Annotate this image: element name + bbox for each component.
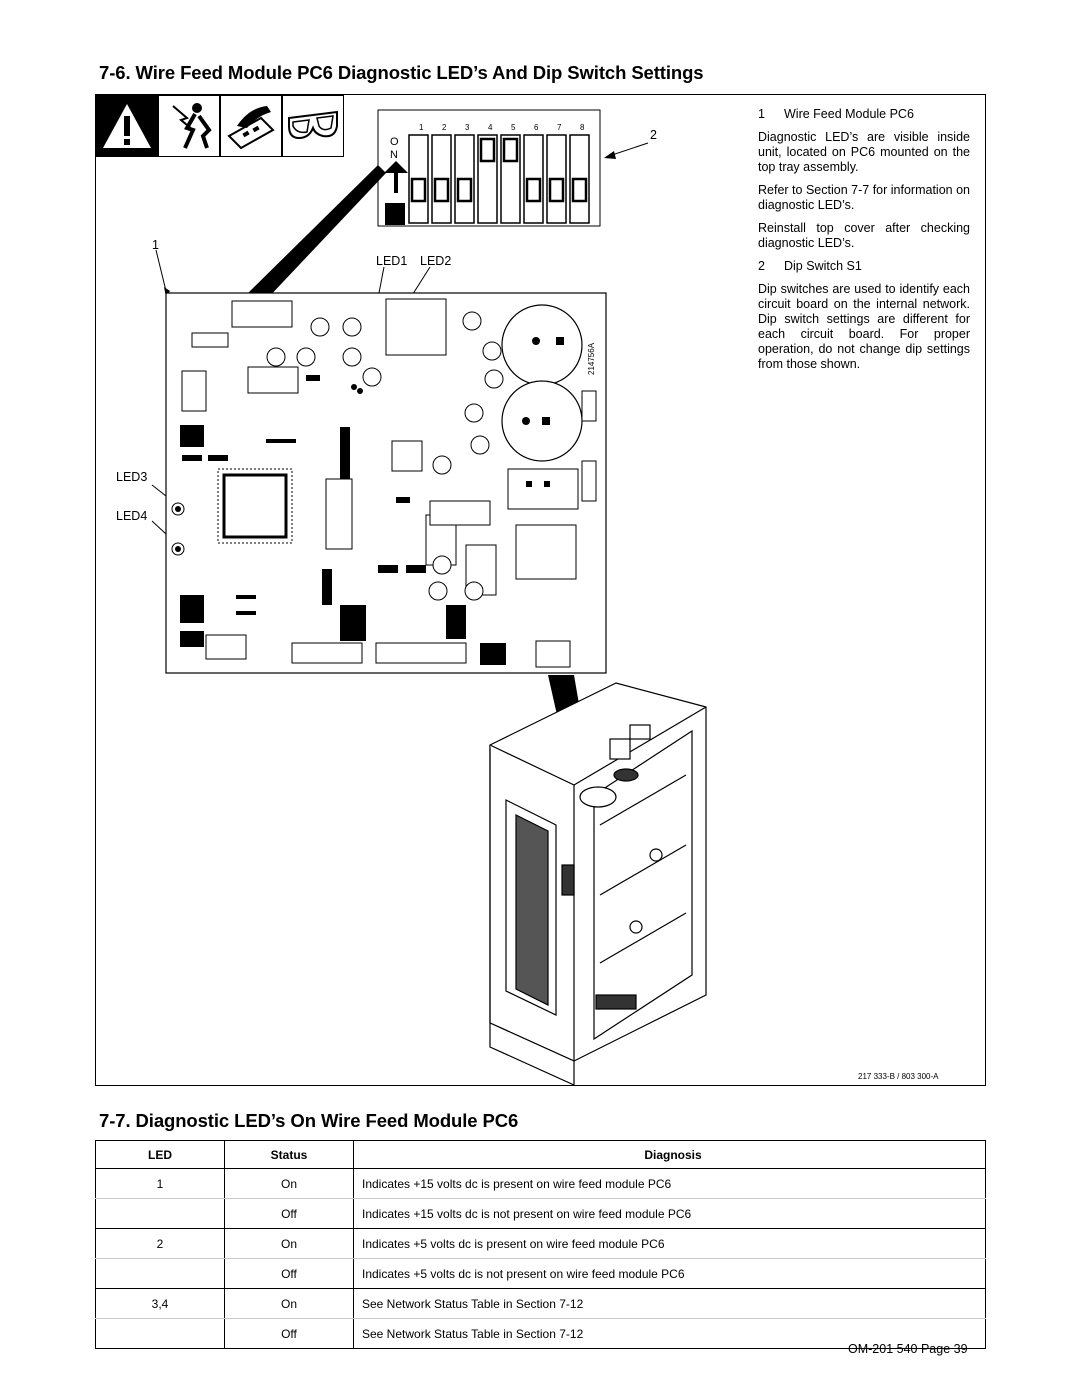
- cell-status: Off: [224, 1318, 354, 1349]
- cell-diagnosis: See Network Status Table in Section 7-12: [353, 1318, 986, 1349]
- table-header-row: LED Status Diagnosis: [95, 1140, 986, 1169]
- dip-on-letter-o: O: [390, 136, 399, 148]
- note-item-1-number: 1: [758, 107, 765, 121]
- table-row: 1 On Indicates +15 volts dc is present o…: [95, 1168, 986, 1199]
- dip-position-8: 8: [580, 123, 585, 132]
- cell-status: On: [224, 1228, 354, 1259]
- column-header-diagnosis: Diagnosis: [353, 1140, 986, 1169]
- led2-label: LED2: [420, 254, 452, 268]
- dip-position-7: 7: [557, 123, 562, 132]
- warning-icon: [96, 95, 158, 157]
- figure-frame: [95, 94, 986, 1086]
- welder-cabinet: [489, 682, 707, 1085]
- page-footer: OM-201 540 Page 39: [848, 1342, 968, 1356]
- dip-on-label: O N: [390, 136, 399, 162]
- note-item-1-paragraph-1: Diagnostic LED’s are visible inside unit…: [758, 130, 970, 174]
- dip-position-5: 5: [511, 123, 516, 132]
- led3-label: LED3: [116, 470, 148, 484]
- cell-diagnosis: Indicates +5 volts dc is present on wire…: [353, 1228, 986, 1259]
- cell-status: Off: [224, 1258, 354, 1289]
- dip-position-2: 2: [442, 123, 447, 132]
- dip-position-1: 1: [419, 123, 424, 132]
- cell-status: Off: [224, 1198, 354, 1229]
- electric-shock-icon: [158, 95, 220, 157]
- note-item-2-paragraph: Dip switches are used to identify each c…: [758, 282, 970, 371]
- board-callout: 1: [152, 238, 159, 252]
- figure-reference: 217 333-B / 803 300-A: [858, 1072, 939, 1081]
- figure-notes: 1 Wire Feed Module PC6 Diagnostic LED’s a…: [758, 107, 970, 372]
- note-item-1-paragraph-3: Reinstall top cover after checking diagn…: [758, 221, 970, 250]
- cell-status: On: [224, 1288, 354, 1319]
- table-row: Off Indicates +15 volts dc is not presen…: [95, 1198, 986, 1229]
- board-part-number: 214756A: [587, 342, 596, 375]
- note-item-2-number: 2: [758, 259, 765, 273]
- hot-parts-icon: [220, 95, 282, 157]
- cell-diagnosis: Indicates +5 volts dc is not present on …: [353, 1258, 986, 1289]
- dip-switch-callout: 2: [650, 128, 657, 142]
- dip-switch-s1: [377, 109, 649, 227]
- cell-status: On: [224, 1168, 354, 1199]
- section-heading-7-6: 7-6. Wire Feed Module PC6 Diagnostic LED…: [99, 62, 704, 83]
- safety-glasses-icon: [282, 95, 344, 157]
- cell-diagnosis: Indicates +15 volts dc is not present on…: [353, 1198, 986, 1229]
- cell-led: [95, 1318, 225, 1349]
- note-item-2-title: Dip Switch S1: [784, 259, 862, 273]
- led1-label: LED1: [376, 254, 408, 268]
- table-row: Off See Network Status Table in Section …: [95, 1318, 986, 1349]
- wire-feed-module-illustration: 214756A: [151, 109, 707, 1085]
- cell-diagnosis: Indicates +15 volts dc is present on wir…: [353, 1168, 986, 1199]
- note-item-1-title: Wire Feed Module PC6: [784, 107, 914, 121]
- cell-led: 3,4: [95, 1288, 225, 1319]
- column-header-status: Status: [224, 1140, 354, 1169]
- table-row: 2 On Indicates +5 volts dc is present on…: [95, 1228, 986, 1259]
- cell-diagnosis: See Network Status Table in Section 7-12: [353, 1288, 986, 1319]
- section-heading-7-7: 7-7. Diagnostic LED’s On Wire Feed Modul…: [99, 1110, 519, 1131]
- led4-label: LED4: [116, 509, 148, 523]
- cell-led: [95, 1198, 225, 1229]
- dip-position-3: 3: [465, 123, 470, 132]
- cell-led: 2: [95, 1228, 225, 1259]
- table-row: 3,4 On See Network Status Table in Secti…: [95, 1288, 986, 1319]
- cell-led: [95, 1258, 225, 1289]
- column-header-led: LED: [95, 1140, 225, 1169]
- table-row: Off Indicates +5 volts dc is not present…: [95, 1258, 986, 1289]
- dip-position-4: 4: [488, 123, 493, 132]
- diagnostic-led-table: LED Status Diagnosis 1 On Indicates +15 …: [95, 1140, 986, 1349]
- cell-led: 1: [95, 1168, 225, 1199]
- pc6-circuit-board: 214756A: [165, 292, 607, 674]
- dip-position-6: 6: [534, 123, 539, 132]
- note-item-1-paragraph-2: Refer to Section 7-7 for information on …: [758, 183, 970, 212]
- dip-on-letter-n: N: [390, 149, 398, 161]
